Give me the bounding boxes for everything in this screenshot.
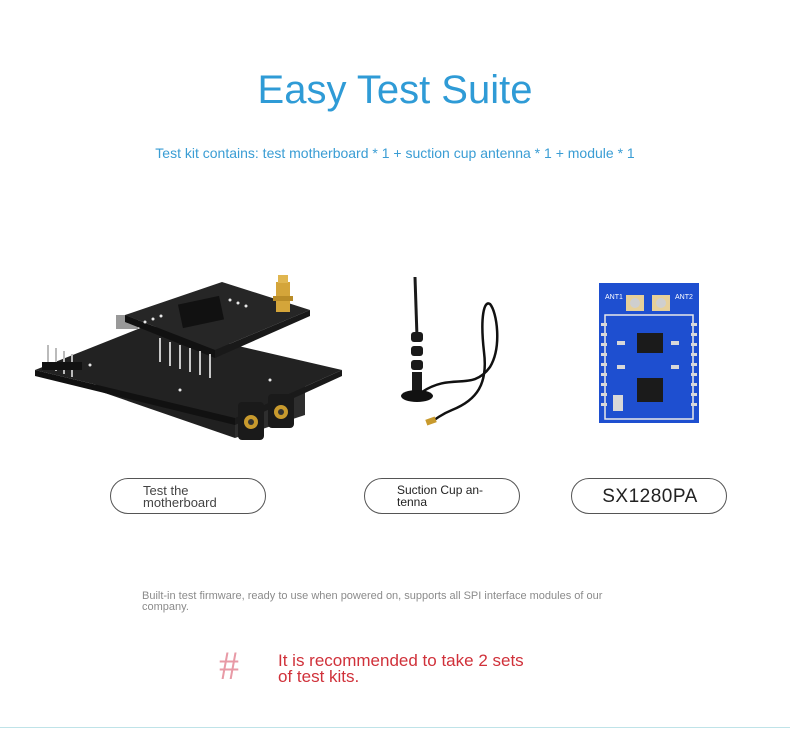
antenna-label: Suction Cup an- tenna [397, 483, 484, 509]
motherboard-label-pill: Test the motherboard [110, 478, 266, 514]
antenna-image [401, 276, 499, 426]
motherboard-label: Test the motherboard [143, 483, 217, 510]
kit-contents-subtitle: Test kit contains: test motherboard * 1 … [155, 145, 635, 161]
page-title: Easy Test Suite [257, 68, 533, 112]
module-label: SX1280PA [602, 486, 698, 507]
recommendation-text: It is recommended to take 2 sets of test… [278, 651, 524, 686]
hash-icon: # [219, 643, 239, 688]
bottom-divider [0, 727, 790, 728]
motherboard-image [35, 275, 342, 440]
ant2-label: ANT2 [675, 294, 693, 301]
module-label-pill: SX1280PA [571, 478, 727, 514]
module-image: ANT1 ANT2 [599, 283, 699, 423]
antenna-label-pill: Suction Cup an- tenna [364, 478, 520, 514]
firmware-note: Built-in test firmware, ready to use whe… [142, 590, 603, 613]
ant1-label: ANT1 [605, 294, 623, 301]
